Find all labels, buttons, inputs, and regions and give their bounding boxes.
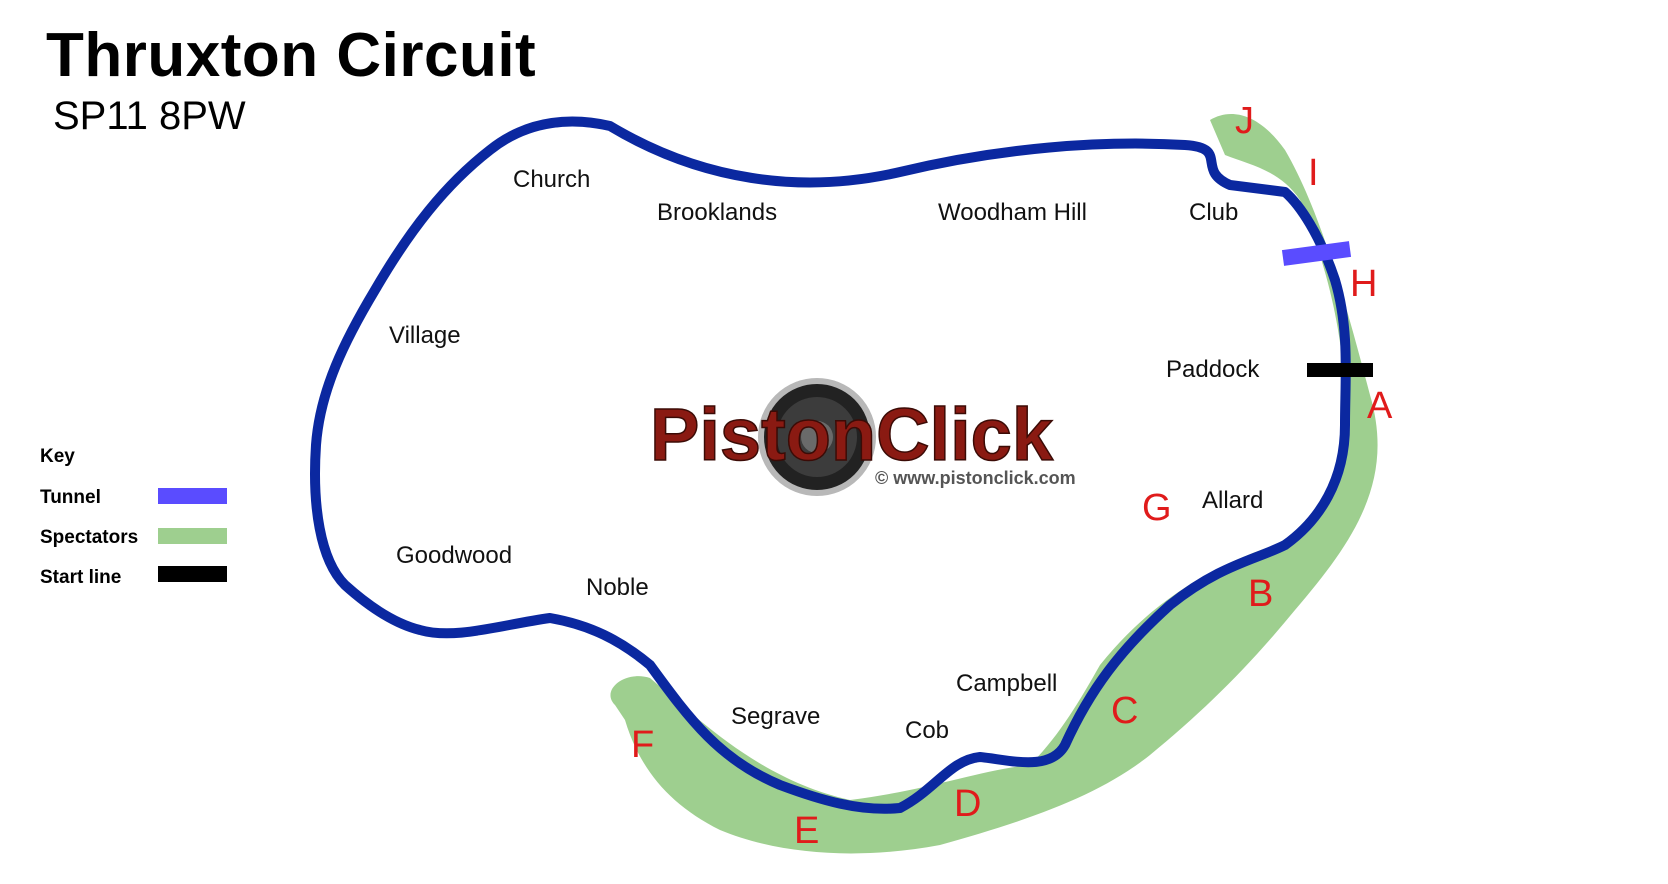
svg-text:PistonClick: PistonClick [650,393,1054,476]
zone-label-e: E [794,810,820,852]
pistonclick-watermark: PistonClick © www.pistonclick.com [649,378,1076,496]
postcode: SP11 8PW [53,94,246,138]
corner-label-club: Club [1189,199,1239,226]
zone-label-j: J [1235,100,1254,142]
key-spectators-swatch [158,528,227,544]
corner-label-allard: Allard [1202,487,1264,514]
svg-text:© www.pistonclick.com: © www.pistonclick.com [875,468,1076,488]
key-start-line-swatch [158,566,227,582]
zone-label-h: H [1350,263,1378,305]
corner-label-segrave: Segrave [731,703,821,730]
corner-label-paddock: Paddock [1166,356,1260,383]
track-line [310,116,1351,814]
key-tunnel-swatch [158,488,227,504]
zone-label-i: I [1308,152,1319,194]
key-label-tunnel: Tunnel [40,487,101,508]
corner-label-church: Church [513,166,591,193]
key-label-spectators: Spectators [40,527,139,548]
corner-label-noble: Noble [586,574,649,601]
corner-label-goodwood: Goodwood [396,542,513,569]
zone-label-g: G [1142,487,1172,529]
key-label-start-line: Start line [40,567,122,588]
spectator-area-east [610,113,1378,854]
corner-label-woodham-hill: Woodham Hill [938,199,1087,226]
corner-label-campbell: Campbell [956,670,1058,697]
page-title: Thruxton Circuit [46,21,537,90]
zone-label-a: A [1367,385,1393,427]
zone-label-b: B [1248,573,1274,615]
zone-label-c: C [1111,690,1139,732]
tunnel-marker [1281,241,1352,266]
corner-label-village: Village [389,322,461,349]
corner-label-cob: Cob [905,717,950,744]
zone-label-f: F [631,724,655,766]
key-title: Key [40,446,75,467]
zone-label-d: D [954,783,982,825]
corner-label-brooklands: Brooklands [657,199,778,226]
